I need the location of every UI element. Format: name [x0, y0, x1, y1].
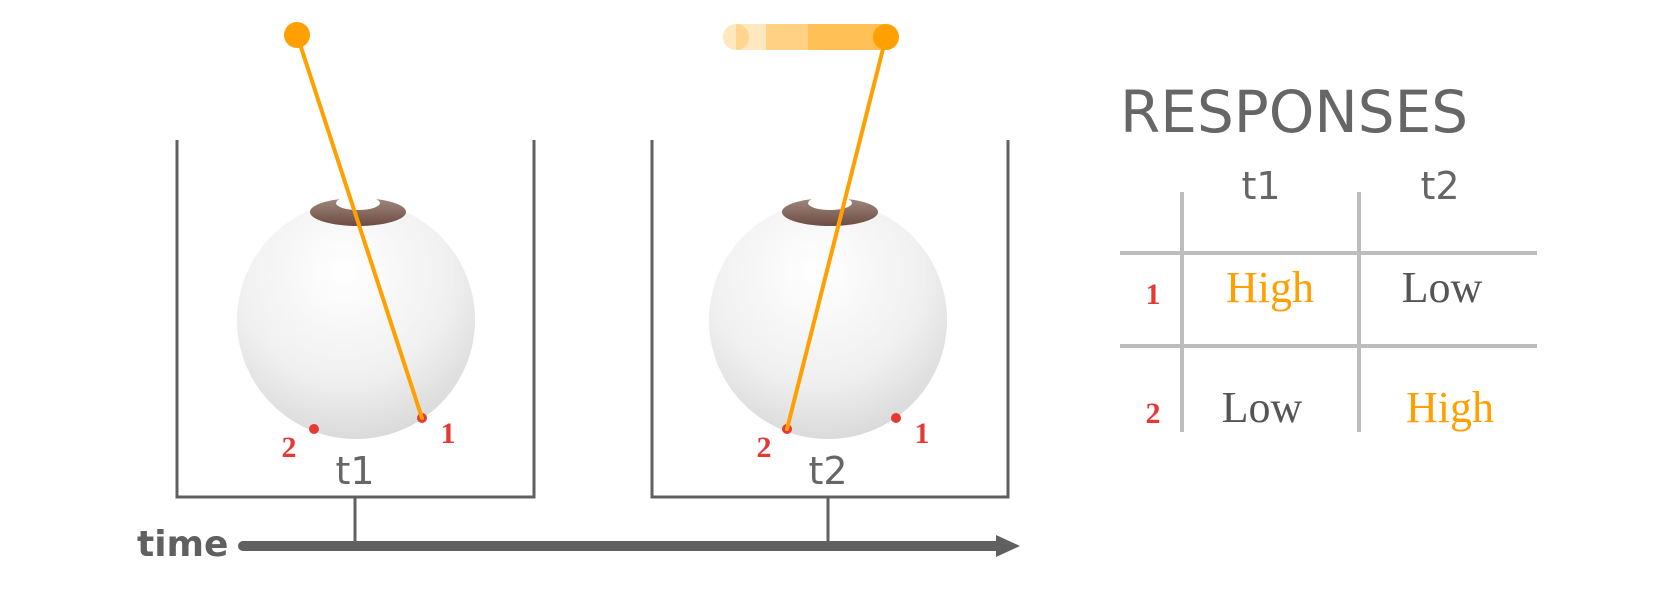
column-header-t1: t1	[1241, 164, 1280, 208]
eyeball	[709, 201, 947, 439]
electrode-label-2: 2	[282, 431, 297, 464]
panel-t2: 2 1 t2	[650, 24, 1010, 545]
response-cell-2-t1: Low	[1222, 383, 1303, 432]
responses-title: RESPONSES	[1120, 78, 1468, 146]
eyeball	[237, 201, 475, 439]
chamber-outline	[650, 140, 1010, 499]
pupil-highlight	[808, 196, 852, 210]
motion-trail	[723, 24, 749, 50]
row-label-2: 2	[1146, 397, 1161, 430]
timeline-arrowhead	[996, 535, 1020, 557]
response-cell-1-t1: High	[1226, 263, 1314, 312]
row-label-1: 1	[1146, 278, 1161, 311]
stimulus-line	[785, 35, 888, 431]
timeline-label: time	[137, 524, 228, 565]
light-source	[284, 22, 310, 48]
column-header-t2: t2	[1420, 164, 1459, 208]
stimulus-line	[295, 33, 424, 420]
electrode-label-1: 1	[441, 417, 456, 450]
electrode-1	[891, 413, 901, 423]
motion-trail	[766, 24, 886, 50]
time-label-t2: t2	[808, 449, 847, 493]
timeline: time	[137, 524, 1020, 565]
responses-table: RESPONSES t1 t2 1 High Low 2 Low High	[1120, 78, 1537, 432]
electrode-2	[309, 424, 319, 434]
light-source	[873, 24, 899, 50]
motion-trail	[736, 24, 886, 50]
iris	[782, 198, 878, 226]
response-cell-2-t2: High	[1406, 383, 1494, 432]
response-cell-1-t2: Low	[1402, 263, 1483, 312]
time-label-t1: t1	[335, 449, 374, 493]
iris	[310, 198, 406, 226]
pupil-highlight	[336, 196, 380, 210]
panel-t1: 2 1 t1	[175, 22, 536, 545]
electrode-label-2: 2	[757, 431, 772, 464]
electrode-label-1: 1	[915, 417, 930, 450]
